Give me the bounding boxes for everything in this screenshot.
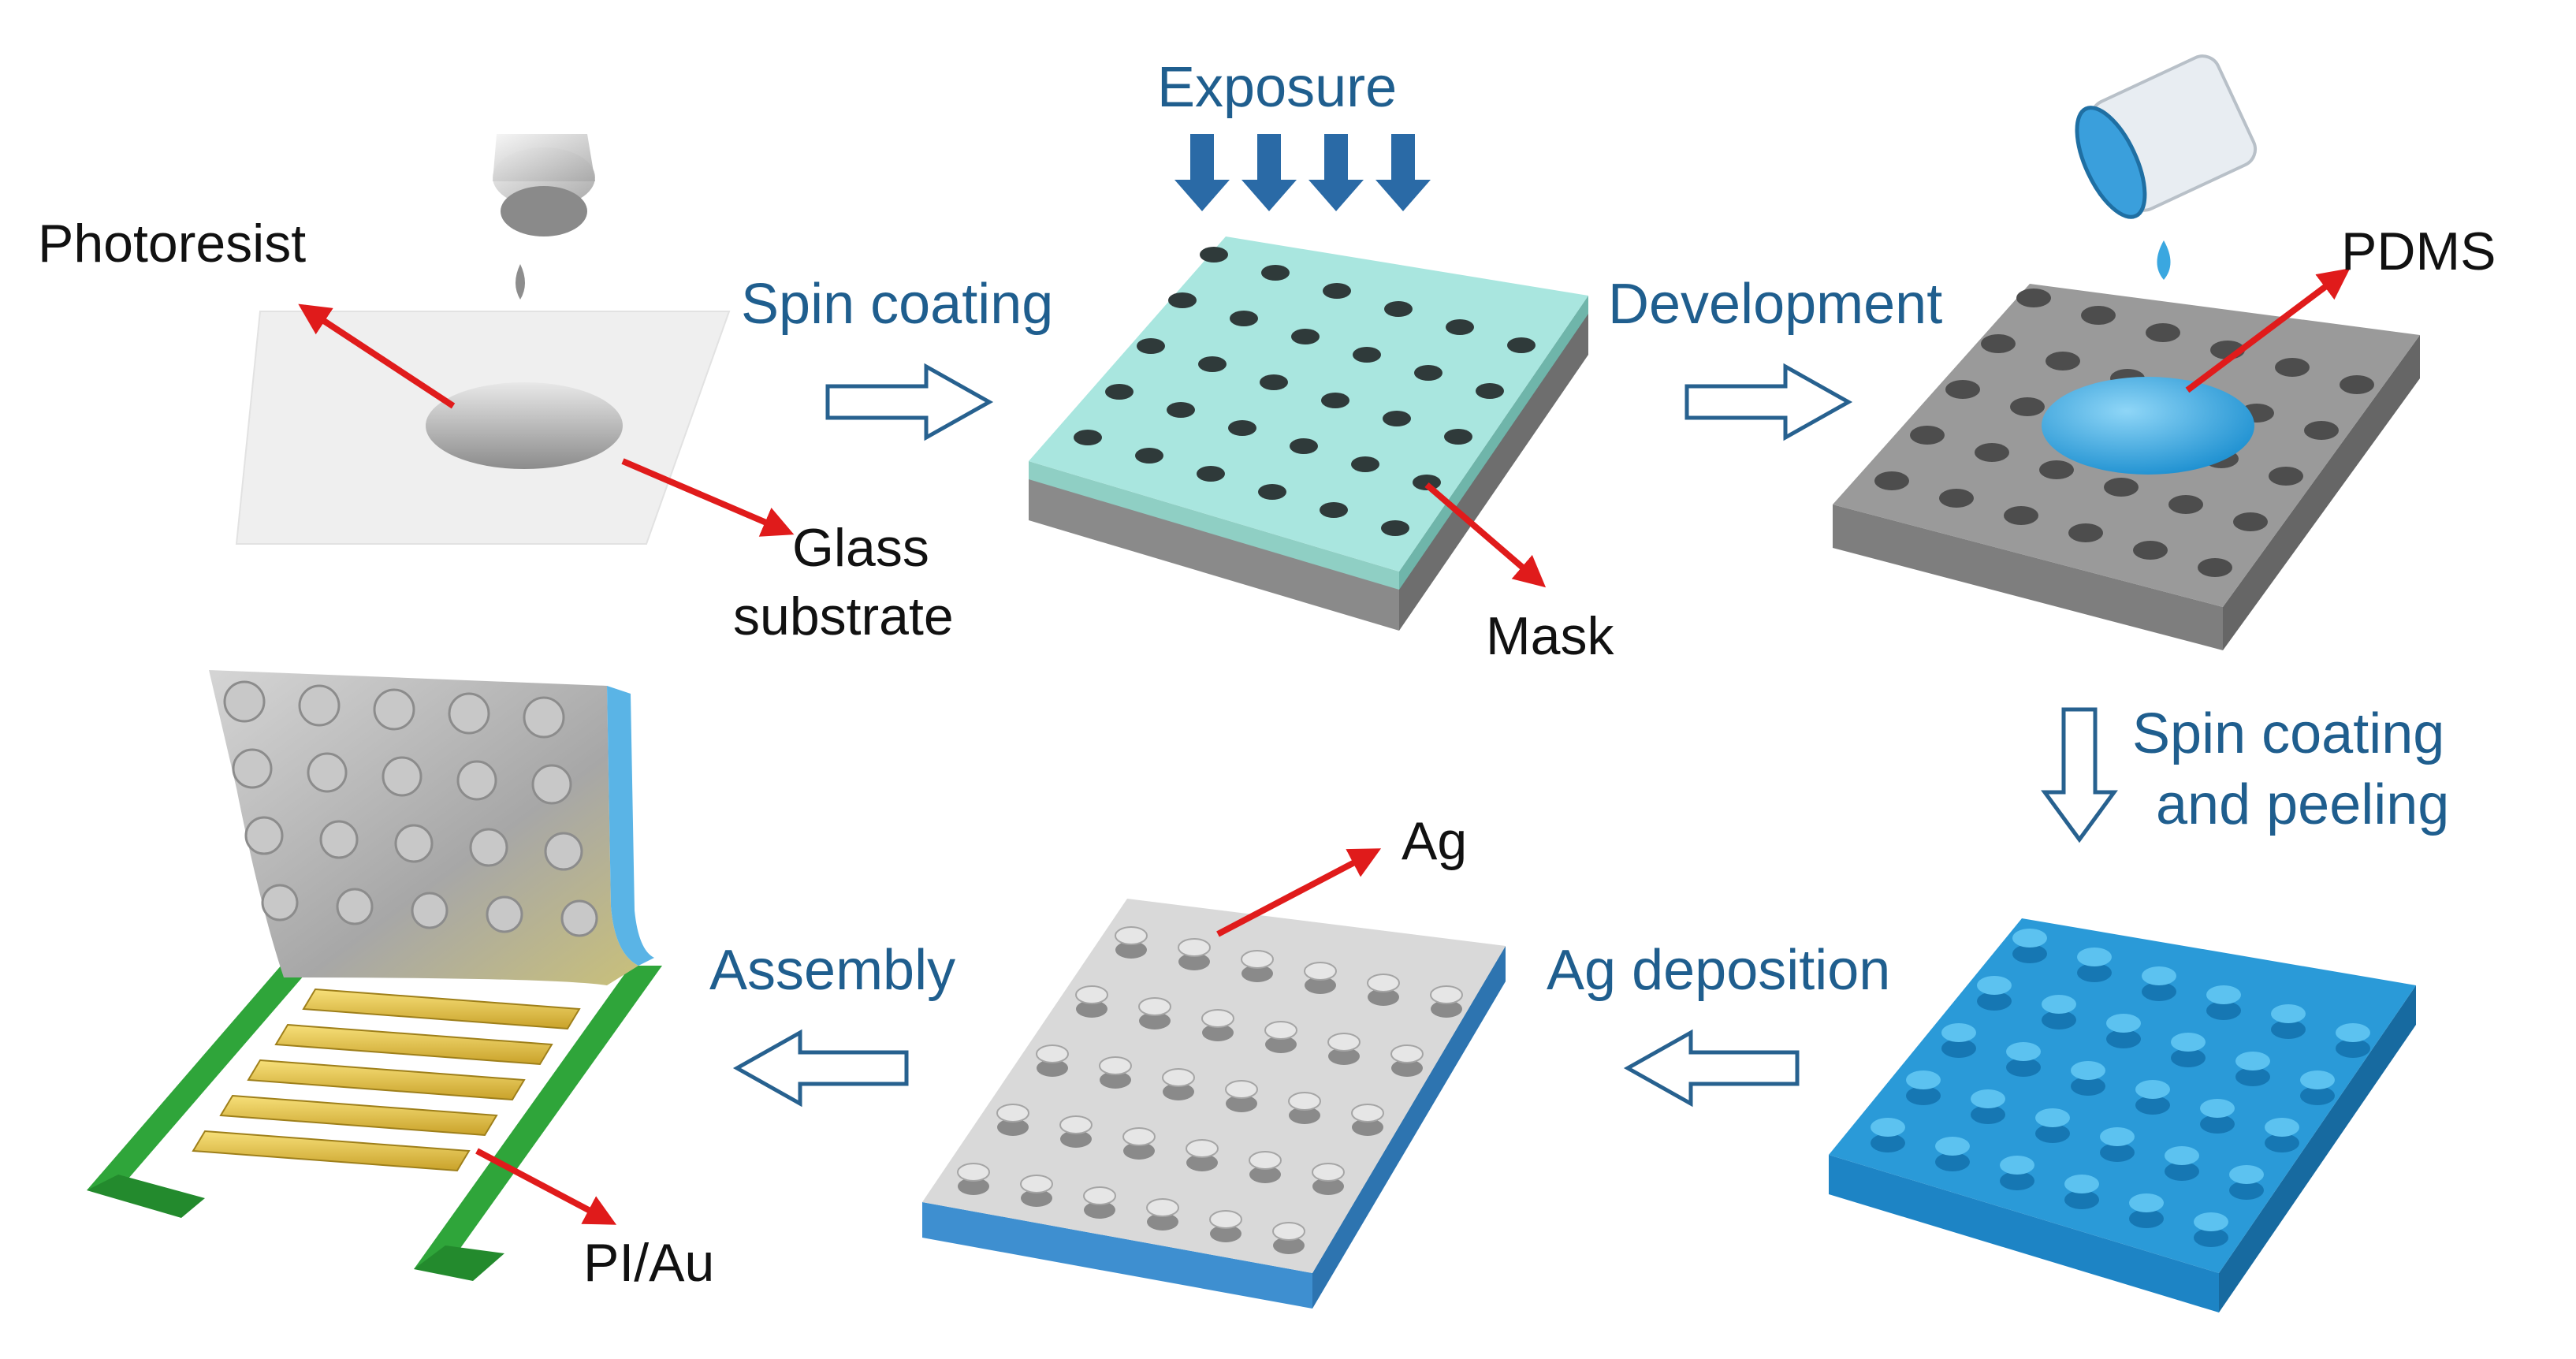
photoresist-drop-icon xyxy=(516,264,525,300)
mask-holes xyxy=(1074,247,1536,536)
spin-coating-step-label: Spin coating xyxy=(741,273,1053,336)
ag-slab-front xyxy=(922,1202,1312,1309)
spin-coating-peeling-label-line1: Spin coating xyxy=(2132,702,2444,765)
beaker-icon xyxy=(2075,54,2258,219)
photoresist-label: Photoresist xyxy=(38,214,306,274)
pi-au-label: PI/Au xyxy=(583,1233,714,1293)
pi-frame-left-foot xyxy=(87,1175,205,1218)
ag-pointer-arrow xyxy=(1216,848,1382,937)
ag-pillars xyxy=(957,926,1463,1254)
glass-label: Glass xyxy=(792,518,929,578)
pdms-slab-side xyxy=(2219,985,2416,1312)
photoresist-puddle xyxy=(426,382,623,469)
development-step-label: Development xyxy=(1608,273,1942,336)
mask-top-surface xyxy=(1029,236,1588,572)
assembled-device-panel: PI/Au xyxy=(87,670,714,1293)
pdms-mold-panel: PDMS xyxy=(1833,54,2496,650)
ag-label: Ag xyxy=(1402,811,1467,871)
exposure-step-label: Exposure xyxy=(1157,56,1397,119)
exposure-arrow-2 xyxy=(1241,134,1297,211)
mask-label: Mask xyxy=(1486,606,1614,666)
spin-coating-peeling-step-arrow xyxy=(2041,707,2118,843)
glass-pointer-arrow xyxy=(621,458,795,537)
pdms-slab-top xyxy=(1829,918,2416,1273)
pi-frame-left-rail xyxy=(87,958,319,1190)
pdms-slab-front xyxy=(1829,1155,2219,1312)
pi-frame-right-foot xyxy=(414,1245,504,1281)
electrode-2 xyxy=(274,1023,553,1066)
spin-coating-peeling-label-line2: and peeling xyxy=(2156,773,2449,836)
mold-front xyxy=(1833,505,2223,650)
mask-slab-front xyxy=(1029,477,1399,631)
pdms-label: PDMS xyxy=(2341,222,2496,281)
exposure-arrow-3 xyxy=(1308,134,1364,211)
pi-frame-right-rail xyxy=(414,966,662,1269)
spin-coating-step-arrow xyxy=(825,363,994,441)
electrode-4 xyxy=(219,1094,498,1137)
ag-slab-side xyxy=(1312,946,1506,1309)
gold-electrodes xyxy=(192,988,581,1172)
photoresist-layer-side xyxy=(1399,296,1588,590)
electrode-5 xyxy=(192,1130,471,1172)
photoresist-panel: Photoresist Glass substrate xyxy=(38,134,954,646)
electrode-3 xyxy=(247,1059,526,1101)
exposure-panel: Exposure Mask xyxy=(1029,56,1614,666)
electrode-1 xyxy=(302,988,581,1030)
pdms-pillar-panel xyxy=(1829,918,2416,1312)
mask-slab-side xyxy=(1399,311,1588,631)
pi-au-pointer-arrow xyxy=(475,1148,617,1225)
ag-deposition-step-label: Ag deposition xyxy=(1547,939,1890,1002)
pdms-pointer-arrow xyxy=(2185,268,2351,393)
substrate-label: substrate xyxy=(733,586,954,646)
photoresist-pointer-arrow xyxy=(298,303,456,409)
ag-pillar-panel: Ag xyxy=(922,811,1506,1309)
pdms-pillars xyxy=(1871,929,2370,1247)
mold-side xyxy=(2223,335,2420,650)
mask-pointer-arrow xyxy=(1424,482,1547,588)
assembly-step-label: Assembly xyxy=(709,939,955,1002)
pdms-drop-icon xyxy=(2157,240,2171,280)
development-step-arrow xyxy=(1684,363,1853,441)
film-bumps xyxy=(223,680,598,937)
film-edge-blue xyxy=(607,686,654,966)
assembly-step-arrow xyxy=(732,1029,909,1108)
ag-slab-top xyxy=(922,899,1506,1273)
dispenser-tip xyxy=(501,186,587,236)
exposure-arrow-1 xyxy=(1174,134,1230,211)
ag-deposition-step-arrow xyxy=(1623,1029,1800,1108)
pdms-puddle xyxy=(2042,377,2254,475)
photoresist-layer-front xyxy=(1029,461,1399,590)
exposure-arrow-4 xyxy=(1375,134,1431,211)
exposure-arrows xyxy=(1174,134,1431,211)
